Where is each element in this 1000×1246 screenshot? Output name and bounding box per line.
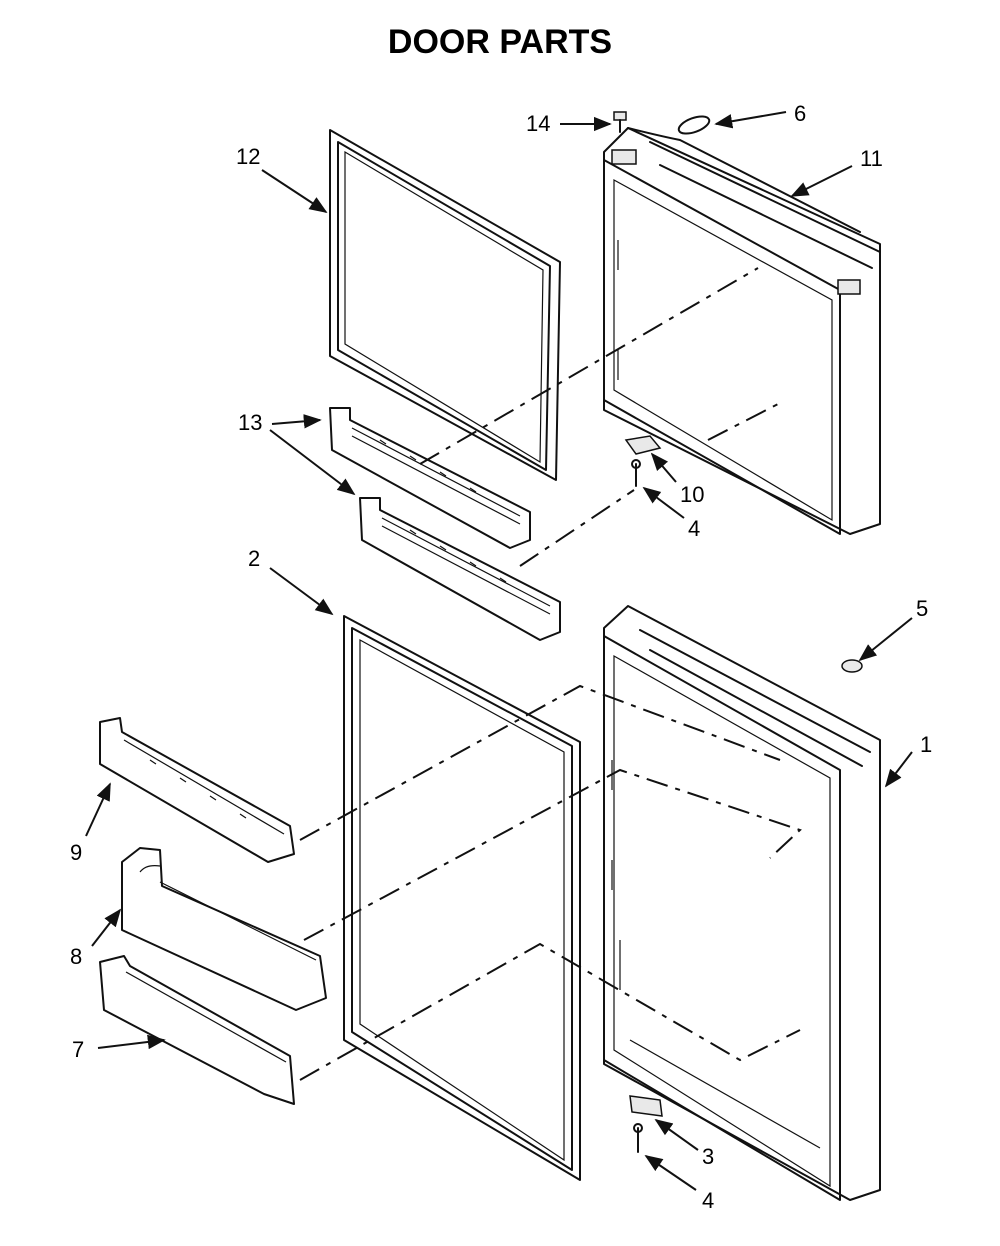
callout-leaders (85, 111, 913, 1191)
part-8-door-bin (121, 847, 327, 1011)
part-11-freezer-door (603, 127, 881, 535)
part-4-screw-lower (633, 1123, 643, 1153)
callout-14: 14 (526, 111, 550, 136)
part-14-screw-top (613, 111, 627, 133)
part-9-door-shelf (99, 717, 295, 863)
callout-3: 3 (702, 1144, 714, 1169)
part-13-freezer-shelf-lower (359, 497, 561, 641)
callout-6: 6 (794, 101, 806, 126)
part-3-hinge-bottom (629, 1095, 663, 1117)
callout-8: 8 (70, 944, 82, 969)
page-title: DOOR PARTS (388, 23, 612, 61)
part-6-cap-top (677, 115, 711, 135)
callout-5: 5 (916, 596, 928, 621)
part-4-screw-upper (631, 459, 641, 487)
callout-4-upper: 4 (688, 516, 700, 541)
callout-12: 12 (236, 144, 260, 169)
part-12-freezer-gasket (329, 129, 561, 481)
callout-13: 13 (238, 410, 262, 435)
callout-2: 2 (248, 546, 260, 571)
callout-1: 1 (920, 732, 932, 757)
part-7-door-bin-bottom (99, 955, 295, 1105)
part-13-freezer-shelf-upper (329, 407, 531, 549)
part-1-fresh-food-door (603, 605, 881, 1201)
callout-labels: 12 14 6 11 13 10 4 2 5 1 9 8 7 3 4 (70, 101, 932, 1213)
callout-11: 11 (860, 146, 883, 171)
callout-7: 7 (72, 1037, 84, 1062)
callout-9: 9 (70, 840, 82, 865)
part-2-fresh-food-gasket (343, 615, 581, 1181)
part-10-hinge-center (624, 435, 662, 455)
part-5-plug (841, 659, 863, 673)
assembly-lines (299, 267, 802, 1081)
callout-4-lower: 4 (702, 1188, 714, 1213)
callout-10: 10 (680, 482, 704, 507)
